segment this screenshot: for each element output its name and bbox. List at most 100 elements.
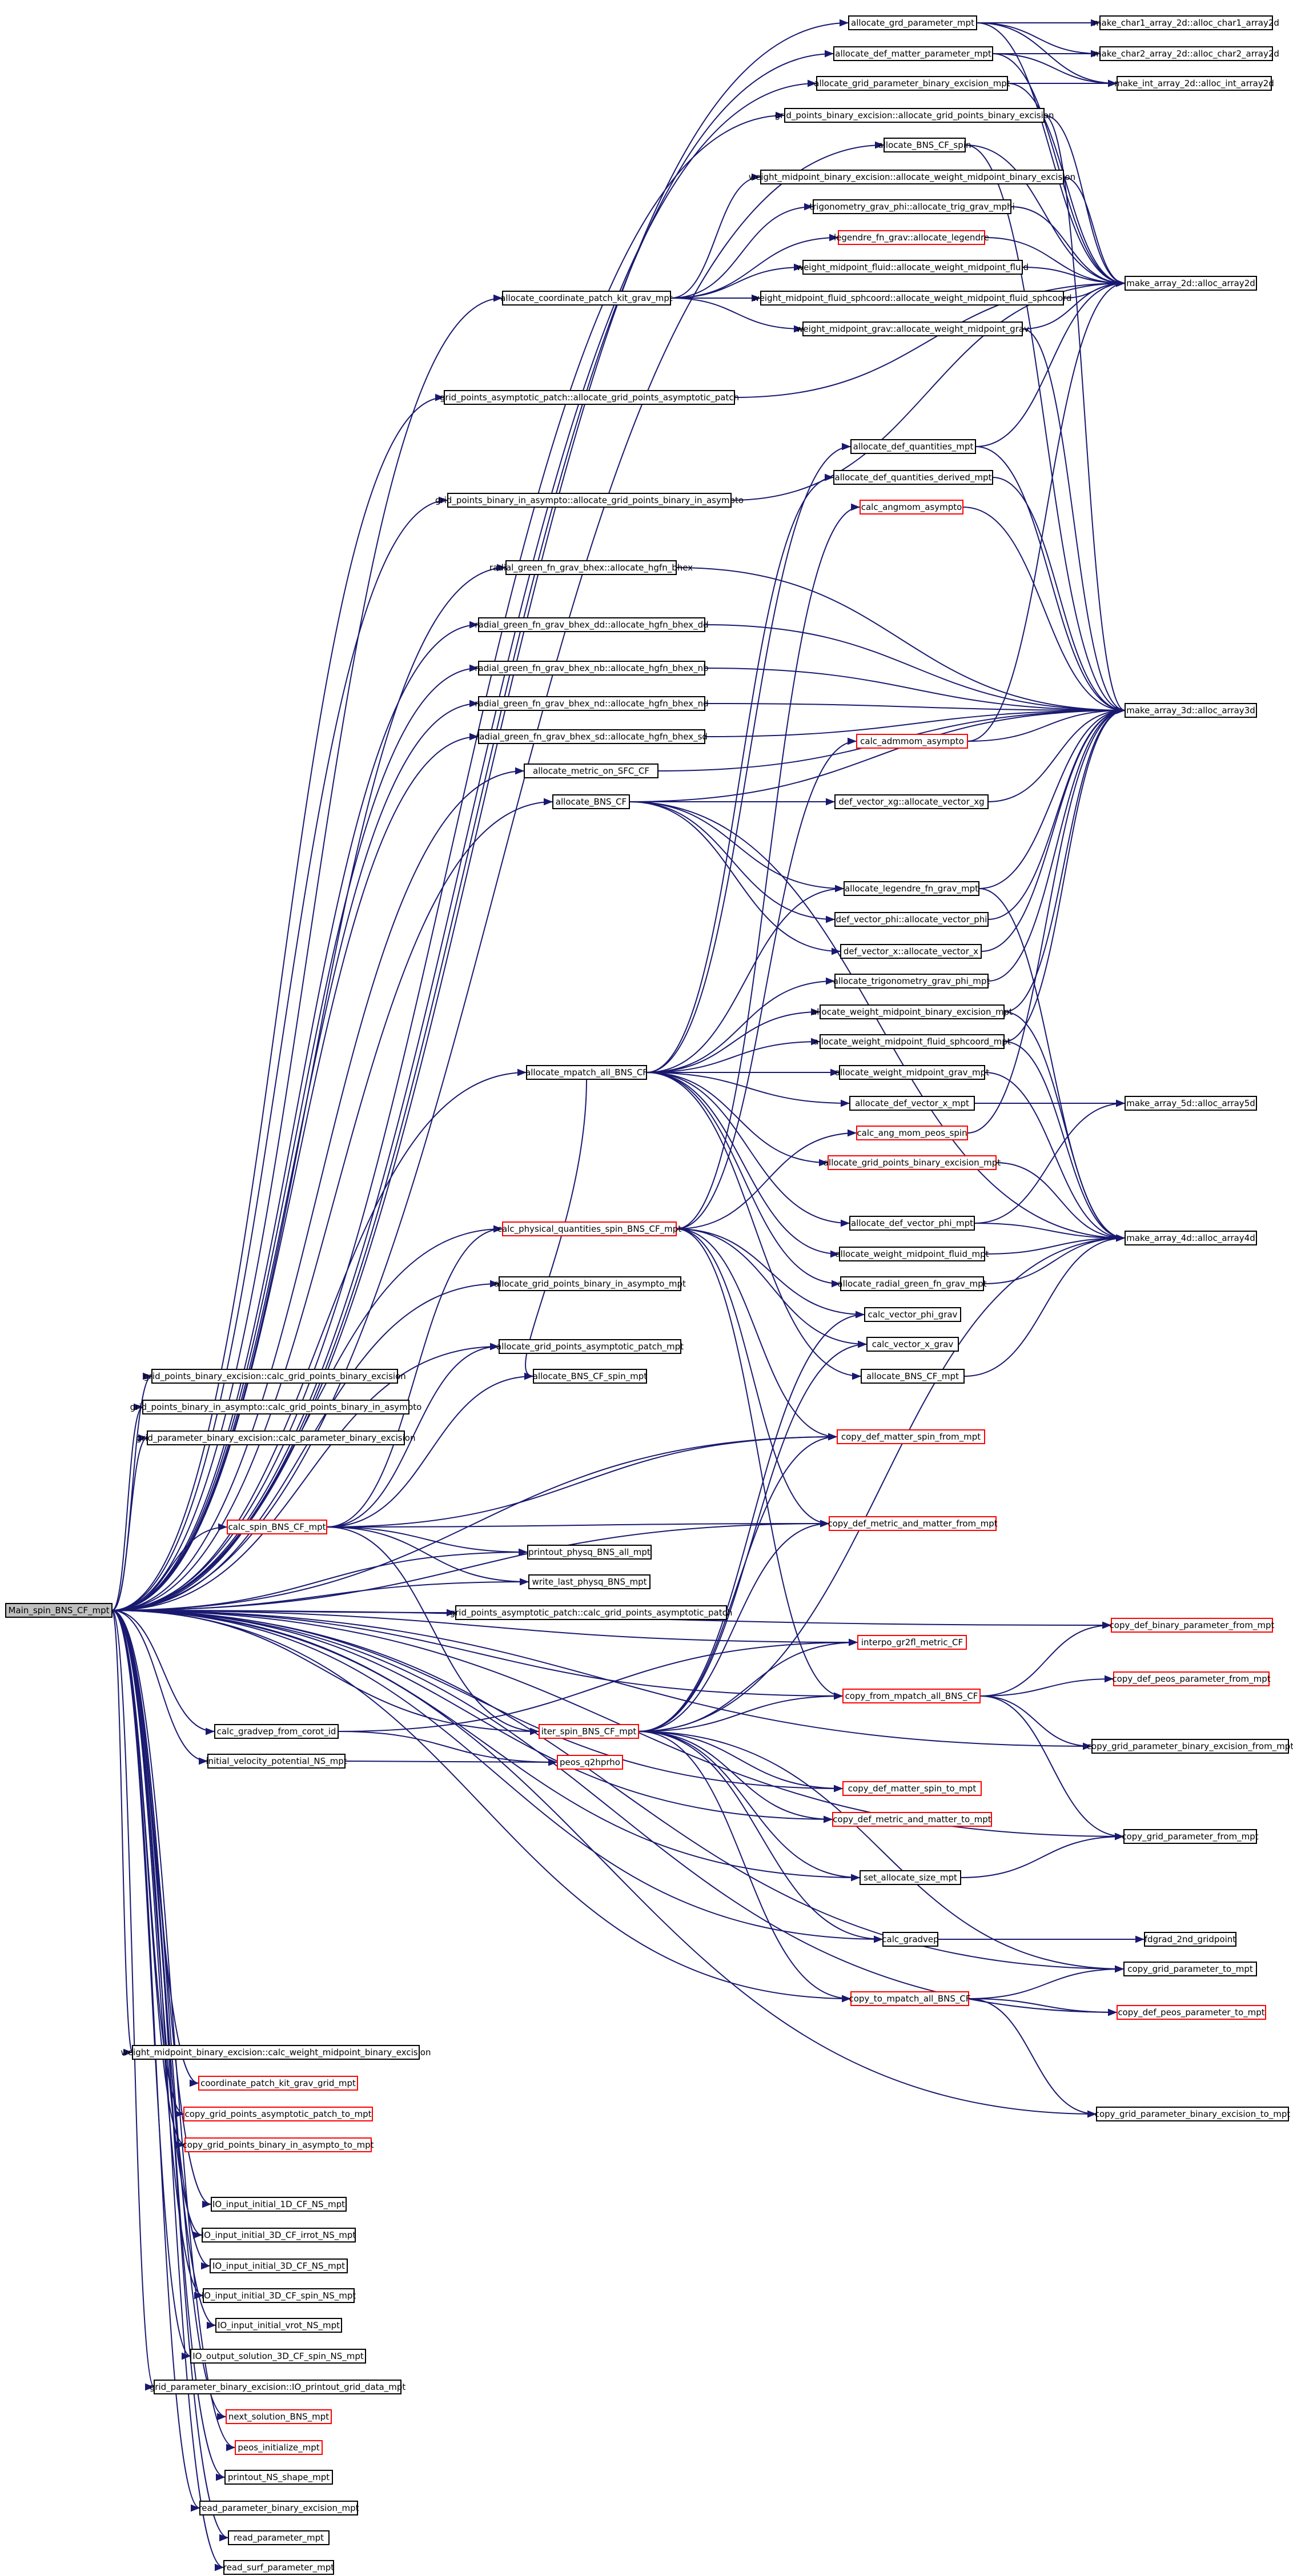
function-node-gpbe_agpbe[interactable]: grid_points_binary_excision::allocate_gr… <box>775 108 1054 123</box>
function-node-acpk[interactable]: allocate_coordinate_patch_kit_grav_mpt <box>500 291 673 306</box>
function-node-agpm[interactable]: allocate_grd_parameter_mpt <box>848 15 977 30</box>
function-node-wmbe[interactable]: weight_midpoint_binary_excision::allocat… <box>749 170 1075 184</box>
function-node-rpbem[interactable]: read_parameter_binary_excision_mpt <box>198 2501 359 2515</box>
function-node-cdmmt[interactable]: copy_def_metric_and_matter_to_mpt <box>832 1812 992 1827</box>
function-node-gpap_calc[interactable]: grid_points_asymptotic_patch::calc_grid_… <box>450 1605 733 1620</box>
function-node-rpm[interactable]: read_parameter_mpt <box>228 2530 330 2545</box>
function-node-cvpg[interactable]: calc_vector_phi_grav <box>864 1307 961 1322</box>
function-node-fg2g[interactable]: fdgrad_2nd_gridpoint <box>1144 1932 1236 1947</box>
function-node-cgpapt[interactable]: copy_grid_points_asymptotic_patch_to_mpt <box>183 2107 373 2121</box>
function-node-admpm[interactable]: allocate_def_matter_parameter_mpt <box>833 46 993 61</box>
function-node-cadm[interactable]: calc_admmom_asympto <box>856 734 968 749</box>
function-node-adq[interactable]: allocate_def_quantities_mpt <box>850 439 976 454</box>
function-node-wmbe_calc[interactable]: weight_midpoint_binary_excision::calc_we… <box>121 2045 431 2060</box>
function-node-dvx[interactable]: def_vector_x::allocate_vector_x <box>840 944 982 959</box>
function-node-tgp[interactable]: trigonometry_grav_phi::allocate_trig_gra… <box>809 199 1015 214</box>
function-node-arr2[interactable]: make_array_2d::alloc_array2d <box>1125 276 1257 291</box>
function-node-cpkggm[interactable]: coordinate_patch_kit_grav_grid_mpt <box>198 2076 358 2091</box>
function-node-alfgm[interactable]: allocate_legendre_fn_grav_mpt <box>844 881 979 896</box>
function-node-cdbpf[interactable]: copy_def_binary_parameter_from_mpt <box>1110 1618 1275 1633</box>
function-node-rspm[interactable]: read_surf_parameter_mpt <box>223 2560 334 2575</box>
function-node-cgpbiat[interactable]: copy_grid_points_binary_in_asympto_to_mp… <box>182 2137 374 2152</box>
function-node-awmbem[interactable]: allocate_weight_midpoint_binary_excision… <box>812 1004 1013 1019</box>
function-node-adqd[interactable]: allocate_def_quantities_derived_mpt <box>833 470 993 485</box>
function-node-abcsm[interactable]: allocate_BNS_CF_spin_mpt <box>533 1369 648 1384</box>
function-node-char2[interactable]: make_char2_array_2d::alloc_char2_array2d <box>1093 46 1279 61</box>
function-node-arr3[interactable]: make_array_3d::alloc_array3d <box>1125 703 1257 718</box>
function-node-cgfc[interactable]: calc_gradvep_from_corot_id <box>214 1724 339 1739</box>
function-node-wmg[interactable]: weight_midpoint_grav::allocate_weight_mi… <box>796 322 1029 336</box>
function-node-lfg[interactable]: legendre_fn_grav::allocate_legendre <box>834 230 989 245</box>
function-node-isbm[interactable]: iter_spin_BNS_CF_mpt <box>539 1724 639 1739</box>
function-node-io3d[interactable]: IO_input_initial_3D_CF_NS_mpt <box>210 2258 348 2273</box>
function-node-rgbhdd[interactable]: radial_green_fn_grav_bhex_dd::allocate_h… <box>475 617 709 632</box>
function-node-campS[interactable]: calc_ang_mom_peos_spin <box>856 1126 968 1140</box>
function-node-gpbe_io[interactable]: grid_parameter_binary_excision::IO_print… <box>150 2380 406 2394</box>
function-node-rgbhnb[interactable]: radial_green_fn_grav_bhex_nb::allocate_h… <box>475 661 709 676</box>
function-node-awmfsm[interactable]: allocate_weight_midpoint_fluid_sphcoord_… <box>813 1034 1011 1049</box>
function-node-agpbe[interactable]: allocate_grid_parameter_binary_excision_… <box>814 76 1010 91</box>
function-node-awmgm[interactable]: allocate_weight_midpoint_grav_mpt <box>835 1065 989 1080</box>
function-node-i2mc[interactable]: interpo_gr2fl_metric_CF <box>857 1635 967 1650</box>
function-node-io1d[interactable]: IO_input_initial_1D_CF_NS_mpt <box>211 2197 347 2212</box>
function-node-cgpt[interactable]: copy_grid_parameter_to_mpt <box>1123 1962 1257 1976</box>
function-node-cdppt[interactable]: copy_def_peos_parameter_to_mpt <box>1117 2005 1266 2020</box>
function-node-amsfc[interactable]: allocate_metric_on_SFC_CF <box>524 763 658 778</box>
function-node-cdppf[interactable]: copy_def_peos_parameter_from_mpt <box>1112 1671 1271 1686</box>
function-node-agpbiam[interactable]: allocate_grid_points_binary_in_asympto_m… <box>494 1276 686 1291</box>
function-node-abc[interactable]: allocate_BNS_CF <box>552 794 630 809</box>
function-node-ivpn[interactable]: initial_velocity_potential_NS_mpt <box>206 1754 347 1769</box>
function-node-gpbia[interactable]: grid_points_binary_in_asympto::allocate_… <box>435 493 744 508</box>
function-node-wlpb[interactable]: write_last_physq_BNS_mpt <box>528 1574 650 1589</box>
function-node-cgpf[interactable]: copy_grid_parameter_from_mpt <box>1122 1829 1259 1844</box>
function-node-dvphi[interactable]: def_vector_phi::allocate_vector_phi <box>834 912 989 927</box>
function-node-cdmst[interactable]: copy_def_matter_spin_to_mpt <box>842 1781 982 1796</box>
function-node-pim[interactable]: peos_initialize_mpt <box>235 2440 323 2455</box>
function-node-nsb[interactable]: next_solution_BNS_mpt <box>226 2409 332 2424</box>
function-node-advpm[interactable]: allocate_def_vector_phi_mpt <box>849 1216 975 1231</box>
function-node-awmfm[interactable]: allocate_weight_midpoint_fluid_mpt <box>835 1247 989 1261</box>
function-node-cgpbet[interactable]: copy_grid_parameter_binary_excision_to_m… <box>1095 2107 1291 2121</box>
function-node-abcs[interactable]: allocate_BNS_CF_spin <box>878 138 971 152</box>
function-node-io3ds[interactable]: IO_input_initial_3D_CF_spin_NS_mpt <box>202 2288 356 2303</box>
function-node-arr5[interactable]: make_array_5d::alloc_array5d <box>1125 1096 1257 1111</box>
function-node-dvxg[interactable]: def_vector_xg::allocate_vector_xg <box>834 794 989 809</box>
function-node-cfmab[interactable]: copy_from_mpatch_all_BNS_CF <box>842 1689 981 1703</box>
function-node-gpbe_calc[interactable]: grid_points_binary_excision::calc_grid_p… <box>143 1369 406 1384</box>
function-node-rgbhnd[interactable]: radial_green_fn_grav_bhex_nd::allocate_h… <box>475 696 709 711</box>
function-node-rgbh[interactable]: radial_green_fn_grav_bhex::allocate_hgfn… <box>489 560 693 575</box>
function-node-csbm[interactable]: calc_spin_BNS_CF_mpt <box>227 1520 327 1534</box>
function-node-sasm[interactable]: set_allocate_size_mpt <box>860 1870 961 1885</box>
function-node-cdmsf[interactable]: copy_def_matter_spin_from_mpt <box>837 1429 985 1444</box>
function-node-advxm[interactable]: allocate_def_vector_x_mpt <box>849 1096 975 1111</box>
function-node-rgbhsd[interactable]: radial_green_fn_grav_bhex_sd::allocate_h… <box>476 729 708 744</box>
function-node-agpapm[interactable]: allocate_grid_points_asymptotic_patch_mp… <box>496 1339 684 1354</box>
function-node-io3di[interactable]: IO_input_initial_3D_CF_irrot_NS_mpt <box>202 2228 356 2243</box>
function-node-abcm[interactable]: allocate_BNS_CF_mpt <box>861 1369 965 1384</box>
function-node-char1[interactable]: make_char1_array_2d::alloc_char1_array2d <box>1093 15 1279 30</box>
function-node-wmf[interactable]: weight_midpoint_fluid::allocate_weight_m… <box>797 260 1029 275</box>
function-node-iovn[interactable]: IO_input_initial_vrot_NS_mpt <box>215 2318 342 2333</box>
function-node-gpap[interactable]: grid_points_asymptotic_patch::allocate_g… <box>440 390 739 405</box>
function-node-amab[interactable]: allocate_mpatch_all_BNS_CF <box>525 1065 648 1080</box>
function-node-cgpbef[interactable]: copy_grid_parameter_binary_excision_from… <box>1087 1739 1293 1754</box>
function-node-gparbe_calc[interactable]: grid_parameter_binary_excision::calc_par… <box>136 1430 416 1445</box>
function-node-root[interactable]: Main_spin_BNS_CF_mpt <box>5 1603 113 1618</box>
function-node-cgv[interactable]: calc_gradvep <box>882 1932 939 1947</box>
function-node-cama[interactable]: calc_angmom_asympto <box>860 500 963 515</box>
function-node-ctmab[interactable]: copy_to_mpatch_all_BNS_CF <box>849 1991 971 2006</box>
function-node-cvxg[interactable]: calc_vector_x_grav <box>866 1337 959 1352</box>
function-node-int2[interactable]: make_int_array_2d::alloc_int_array2d <box>1114 76 1274 91</box>
function-node-gpbia_calc[interactable]: grid_points_binary_in_asympto::calc_grid… <box>130 1400 422 1414</box>
function-node-pq2h[interactable]: peos_q2hprho <box>557 1755 623 1770</box>
function-node-ppba[interactable]: printout_physq_BNS_all_mpt <box>527 1545 652 1560</box>
function-node-argfgm[interactable]: allocate_radial_green_fn_grav_mpt <box>837 1276 987 1291</box>
function-node-pnsm[interactable]: printout_NS_shape_mpt <box>224 2470 333 2485</box>
function-node-atgpm[interactable]: allocate_trigonometry_grav_phi_mpt <box>833 974 990 988</box>
function-node-cdmmf[interactable]: copy_def_metric_and_matter_from_mpt <box>828 1516 998 1531</box>
function-node-wmfs[interactable]: weight_midpoint_fluid_sphcoord::allocate… <box>752 291 1072 306</box>
function-node-io3dso[interactable]: IO_output_solution_3D_CF_spin_NS_mpt <box>190 2349 366 2364</box>
function-node-agpbem[interactable]: allocate_grid_points_binary_excision_mpt <box>824 1155 1001 1170</box>
function-node-cpqs[interactable]: calc_physical_quantities_spin_BNS_CF_mpt <box>497 1221 681 1236</box>
function-node-arr4[interactable]: make_array_4d::alloc_array4d <box>1125 1231 1257 1245</box>
